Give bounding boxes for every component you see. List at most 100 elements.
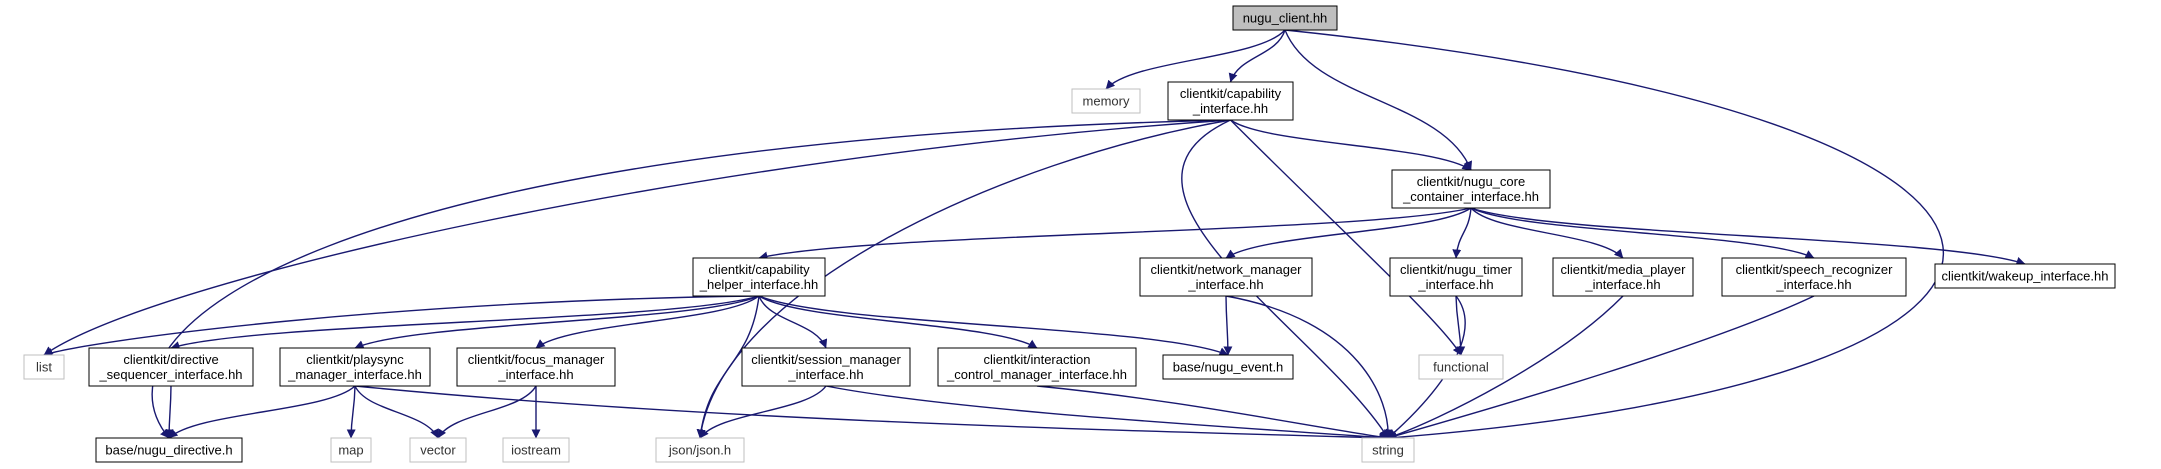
node-label: clientkit/focus_manager [468,352,605,367]
node-box [1139,257,1313,297]
node-label: _sequencer_interface.hh [98,367,242,382]
node-box [95,437,243,463]
node-cap_if[interactable]: clientkit/capability_interface.hh [1167,81,1294,121]
edge-cap_helper-to-nugu_event [758,295,1229,356]
edge-timer-to-functional [1455,295,1466,356]
node-nugu_event[interactable]: base/nugu_event.h [1162,354,1294,380]
node-label: nugu_client.hh [1243,11,1328,26]
edge-cap_if-to-nugu_directive [151,119,1231,439]
node-label: base/nugu_directive.h [105,443,232,458]
edge-root-to-string [1284,29,1944,442]
edges-layer [43,29,2026,443]
node-box [741,347,911,387]
node-label: base/nugu_event.h [1173,360,1284,375]
node-label: clientkit/network_manager [1150,262,1302,277]
node-label: vector [420,443,456,458]
node-label: json/json.h [668,443,731,458]
node-box [1721,257,1907,297]
node-speech[interactable]: clientkit/speech_recognizer_interface.hh [1721,257,1907,297]
node-box [1361,437,1415,463]
edge-cap_if-to-functional [1230,119,1462,356]
edge-root-to-cap_if [1228,29,1286,83]
node-directive_seq[interactable]: clientkit/directive_sequencer_interface.… [88,347,254,387]
node-string: string [1361,437,1415,463]
edge-core-to-timer [1452,207,1472,259]
node-playsync[interactable]: clientkit/playsync_manager_interface.hh [279,347,431,387]
node-label: clientkit/session_manager [751,352,901,367]
edge-network-to-nugu_event [1223,295,1233,356]
edge-cap_helper-to-list [43,295,760,357]
edge-core-to-network [1225,207,1472,259]
node-label: clientkit/wakeup_interface.hh [1942,269,2109,284]
node-box [1389,257,1523,297]
node-label: clientkit/interaction [984,352,1091,367]
edge-media-to-string [1387,295,1624,440]
node-box [456,347,616,387]
edge-session-to-json [699,385,827,439]
node-label: clientkit/nugu_core [1417,174,1525,189]
node-wakeup[interactable]: clientkit/wakeup_interface.hh [1934,263,2116,289]
node-nugu_directive[interactable]: base/nugu_directive.h [95,437,243,463]
node-label: clientkit/capability [1180,86,1282,101]
node-label: _interface.hh [1192,101,1268,116]
node-box [1391,169,1551,209]
node-label: iostream [511,443,561,458]
node-box [1071,88,1141,114]
node-label: _manager_interface.hh [287,367,422,382]
node-media[interactable]: clientkit/media_player_interface.hh [1552,257,1694,297]
edge-playsync-to-vector [354,385,439,439]
node-box [330,437,372,463]
node-memory: memory [1071,88,1141,114]
node-label: _interface.hh [1775,277,1851,292]
edge-cap_helper-to-playsync [354,295,760,349]
node-label: _interface.hh [1417,277,1493,292]
node-label: _interface.hh [1584,277,1660,292]
node-box [1162,354,1294,380]
node-label: clientkit/speech_recognizer [1736,262,1893,277]
node-map: map [330,437,372,463]
node-box [502,437,570,463]
node-box [279,347,431,387]
node-cap_helper[interactable]: clientkit/capability_helper_interface.hh [692,257,826,297]
edge-interaction-to-string [1036,385,1389,442]
edge-playsync-to-string [354,385,1389,443]
node-box [1934,263,2116,289]
edge-directive_seq-to-nugu_directive [164,385,174,439]
edge-playsync-to-map [346,385,356,439]
edge-root-to-memory [1105,29,1286,90]
node-box [1232,5,1338,31]
node-box [1418,354,1504,380]
node-core[interactable]: clientkit/nugu_core_container_interface.… [1391,169,1551,209]
node-label: map [338,443,363,458]
edge-cap_helper-to-session [758,295,828,349]
edge-cap_if-to-list [43,119,1231,356]
node-box [692,257,826,297]
node-label: list [36,360,52,375]
edge-session-to-string [825,385,1389,442]
node-label: clientkit/playsync [306,352,404,367]
node-label: _interface.hh [787,367,863,382]
node-label: _interface.hh [497,367,573,382]
node-label: _control_manager_interface.hh [946,367,1127,382]
node-box [937,347,1137,387]
node-network[interactable]: clientkit/network_manager_interface.hh [1139,257,1313,297]
node-box [1167,81,1294,121]
node-timer[interactable]: clientkit/nugu_timer_interface.hh [1389,257,1523,297]
edge-cap_helper-to-interaction [758,295,1038,349]
edge-cap_helper-to-focus [535,295,760,349]
edge-core-to-cap_helper [758,207,1472,261]
node-box [23,354,65,380]
node-focus[interactable]: clientkit/focus_manager_interface.hh [456,347,616,387]
edge-cap_if-to-core [1230,119,1472,171]
node-interaction[interactable]: clientkit/interaction_control_manager_in… [937,347,1137,387]
node-box [1552,257,1694,297]
node-label: clientkit/nugu_timer [1400,262,1513,277]
edge-focus-to-vector [437,385,537,439]
node-json: json/json.h [655,437,745,463]
node-functional: functional [1418,354,1504,380]
node-root[interactable]: nugu_client.hh [1232,5,1338,31]
edge-cap_helper-to-json [696,295,760,439]
node-session[interactable]: clientkit/session_manager_interface.hh [741,347,911,387]
node-box [88,347,254,387]
node-label: functional [1433,360,1489,375]
